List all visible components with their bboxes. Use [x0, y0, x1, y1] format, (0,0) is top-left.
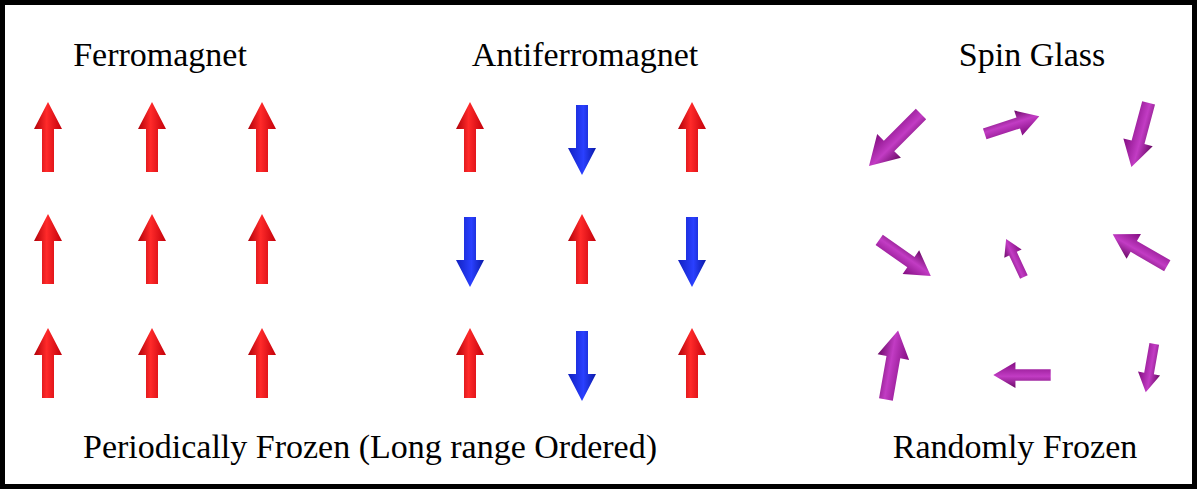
frame-border: [3, 3, 1195, 487]
panel-heading: Antiferromagnet: [472, 36, 699, 73]
spin-up-arrow: [248, 102, 276, 172]
spin-down-arrow: [456, 217, 484, 287]
spin-up-arrow: [678, 328, 706, 398]
spin-down-arrow: [678, 217, 706, 287]
spin-up-arrow: [138, 328, 166, 398]
spin-down-arrow: [568, 105, 596, 175]
panel-caption: Randomly Frozen: [893, 428, 1138, 465]
random-spin-arrow: [993, 362, 1050, 388]
spin-up-arrow: [34, 328, 62, 398]
random-spin-arrow: [1135, 342, 1166, 394]
spin-up-arrow: [568, 214, 596, 284]
spin-down-arrow: [568, 331, 596, 401]
random-spin-arrow: [1106, 222, 1175, 278]
spin-up-arrow: [678, 102, 706, 172]
spin-up-arrow: [34, 214, 62, 284]
spin-up-arrow: [34, 102, 62, 172]
spin-up-arrow: [248, 328, 276, 398]
random-spin-arrow: [870, 328, 914, 402]
random-spin-arrow: [981, 104, 1044, 147]
random-spin-arrow: [1117, 99, 1164, 171]
panel-caption: Periodically Frozen (Long range Ordered): [83, 428, 657, 465]
spin-up-arrow: [248, 214, 276, 284]
random-spin-arrow: [871, 228, 939, 288]
random-spin-arrow: [857, 102, 933, 178]
spin-up-arrow: [138, 214, 166, 284]
spin-up-arrow: [456, 328, 484, 398]
panel-heading: Spin Glass: [959, 36, 1105, 73]
random-spin-arrow: [997, 235, 1032, 281]
panel-heading: Ferromagnet: [73, 36, 247, 73]
spin-up-arrow: [138, 102, 166, 172]
spin-up-arrow: [456, 102, 484, 172]
